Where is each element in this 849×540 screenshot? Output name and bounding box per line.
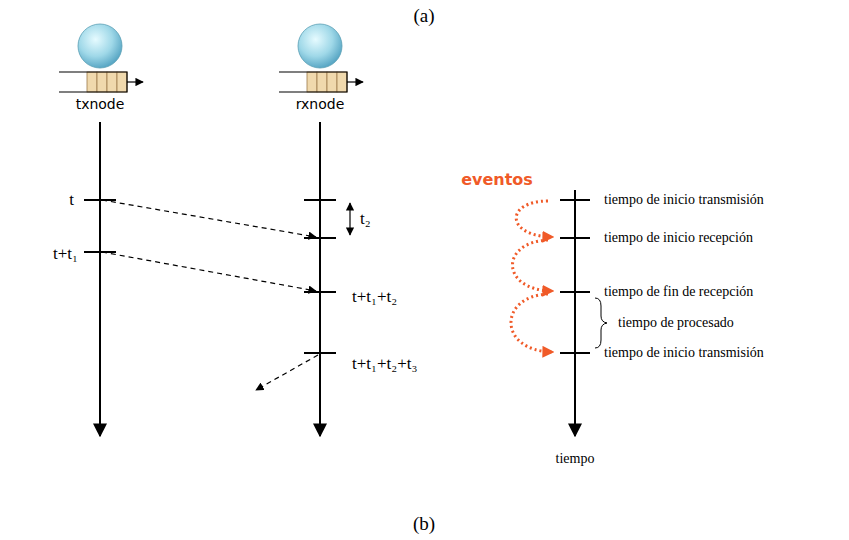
- event-label: tiempo de inicio recepción: [604, 230, 753, 245]
- time-mark: t+t₁: [53, 245, 78, 264]
- events-timeline: [560, 190, 590, 436]
- queue-symbol: [59, 72, 143, 92]
- axis-label: tiempo: [556, 451, 595, 466]
- server-circle: [78, 24, 122, 68]
- node-icon: [45, 16, 155, 96]
- interval-label: t₂: [360, 210, 371, 229]
- tx-timeline: [84, 122, 116, 436]
- message-arrows: [102, 200, 318, 390]
- rx-timeline: [304, 122, 336, 436]
- event-label: tiempo de fin de recepción: [604, 284, 753, 299]
- panel-label: (b): [413, 514, 435, 535]
- brace: [595, 298, 607, 348]
- time-mark: t+t₁+t₂: [352, 288, 397, 307]
- node-label: rxnode: [260, 96, 380, 112]
- server-circle: [298, 24, 342, 68]
- event-label: tiempo de inicio transmisión: [604, 345, 764, 360]
- events-heading: eventos: [461, 171, 533, 189]
- node-label: txnode: [40, 96, 160, 112]
- queue-node: rxnode: [260, 16, 380, 112]
- node-icon: [265, 16, 375, 96]
- event-arrows: [511, 201, 552, 352]
- queue-node: txnode: [40, 16, 160, 112]
- panel-label: (a): [413, 6, 434, 27]
- event-label: tiempo de procesado: [618, 315, 734, 330]
- time-mark: t+t₁+t₂+t₃: [352, 355, 417, 374]
- interval-arrow: [349, 203, 350, 235]
- time-mark: t: [69, 191, 74, 210]
- event-label: tiempo de inicio transmisión: [604, 192, 764, 207]
- queue-symbol: [279, 72, 363, 92]
